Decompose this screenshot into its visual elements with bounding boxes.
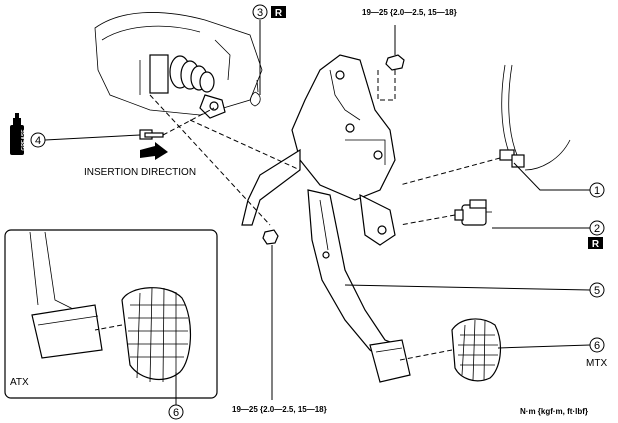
insertion-direction-label: INSERTION DIRECTION xyxy=(84,167,196,178)
callout-5: 5 xyxy=(589,282,605,298)
replace-mark-2: R xyxy=(588,237,603,250)
replace-mark-3-text: R xyxy=(275,8,283,19)
replace-mark-3: R xyxy=(271,6,286,19)
nut-bottom xyxy=(262,229,279,245)
booster-bellows xyxy=(169,55,215,93)
callout-5-number: 5 xyxy=(594,285,600,297)
torque-bottom-label: 19—25 {2.0—2.5, 15—18} xyxy=(232,405,327,414)
harness-connector xyxy=(499,64,571,171)
mtx-label: MTX xyxy=(586,358,607,369)
callout-3: 3 xyxy=(252,4,268,20)
pedal-bracket xyxy=(241,54,396,246)
atx-inset: ATX xyxy=(4,229,218,399)
callout-4: 4 xyxy=(30,132,46,148)
brake-booster-firewall xyxy=(94,12,263,119)
brake-switch xyxy=(454,199,492,226)
callout-2-number: 2 xyxy=(594,223,600,235)
callout-6-atx-number: 6 xyxy=(173,407,179,419)
callout-2: 2 xyxy=(589,220,605,236)
callout-6-mtx-number: 6 xyxy=(594,340,600,352)
callout-6-mtx: 6 xyxy=(589,337,605,353)
grease-can-icon: GREASE xyxy=(10,113,27,155)
replace-mark-2-text: R xyxy=(592,239,600,250)
callout-1-number: 1 xyxy=(594,185,600,197)
insertion-arrow-icon xyxy=(140,142,168,160)
torque-top-label: 19—25 {2.0—2.5, 15—18} xyxy=(362,8,457,17)
brake-pedal-arm xyxy=(307,189,411,383)
units-label: N·m {kgf·m, ft·lbf} xyxy=(520,407,588,416)
callout-1: 1 xyxy=(589,182,605,198)
atx-pedal-pad xyxy=(121,287,191,383)
mtx-pedal-pad xyxy=(451,318,502,382)
grease-can-label: GREASE xyxy=(21,129,27,151)
callout-6-atx: 6 xyxy=(168,404,184,420)
atx-label: ATX xyxy=(10,377,29,388)
nut-top xyxy=(385,54,405,71)
callout-4-number: 4 xyxy=(35,135,41,147)
callout-3-number: 3 xyxy=(257,7,263,19)
clevis-pin xyxy=(139,129,164,140)
